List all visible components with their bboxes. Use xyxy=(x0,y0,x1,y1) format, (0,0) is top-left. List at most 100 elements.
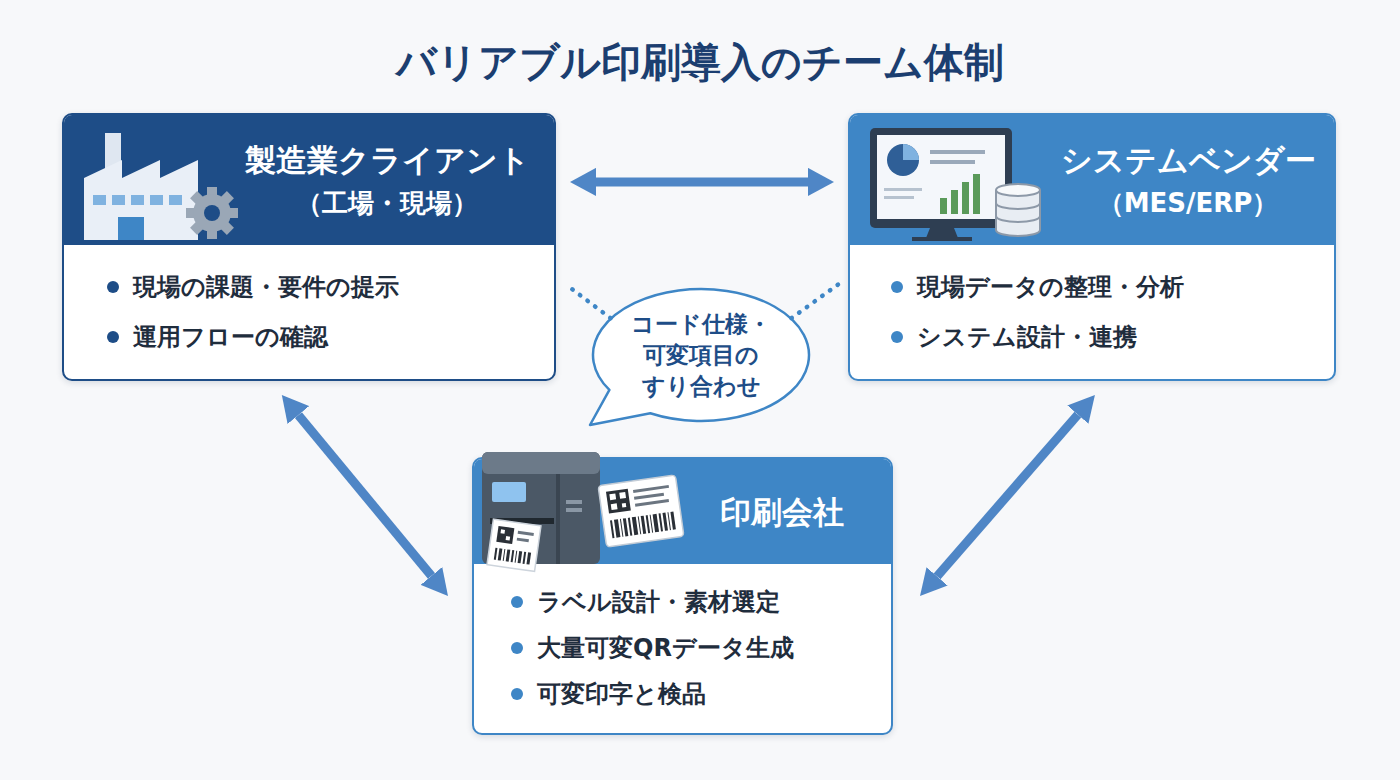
box-body: 現場の課題・要件の提示運用フローの確認 xyxy=(64,243,554,371)
label-paper xyxy=(487,519,541,571)
bubble-shape xyxy=(590,289,809,425)
bullet-text: ラベル設計・素材選定 xyxy=(537,586,780,618)
bullet-dot xyxy=(891,331,903,343)
double-arrow xyxy=(298,415,431,576)
printed-label xyxy=(487,519,541,571)
barcode-bar xyxy=(650,515,653,533)
qr-cell xyxy=(611,503,618,510)
barcode-bar xyxy=(659,513,663,531)
qr-cell xyxy=(622,503,627,508)
factory-window xyxy=(169,195,182,205)
barcode-bar xyxy=(632,517,638,535)
diagram-title: バリアブル印刷導入のチーム体制 xyxy=(0,37,1400,87)
dotted-connector xyxy=(566,285,611,319)
factory-window xyxy=(131,195,144,205)
factory-window xyxy=(112,195,125,205)
label-line xyxy=(635,499,669,507)
double-arrow xyxy=(937,415,1078,577)
barcode-bar xyxy=(670,511,675,529)
screen-line xyxy=(930,150,985,154)
monitor-frame xyxy=(870,128,1012,228)
monitor-icon xyxy=(870,128,1040,241)
printer-top xyxy=(482,452,600,474)
printer-body xyxy=(482,452,600,564)
bubble-text: コード仕様・可変項目のすり合わせ xyxy=(626,309,776,402)
gear-icon xyxy=(186,187,238,239)
factory-icon xyxy=(84,133,238,240)
bullet-item: システム設計・連携 xyxy=(891,321,1334,353)
barcode-bar xyxy=(511,550,515,562)
factory-building xyxy=(84,160,198,240)
box-header: システムベンダー（MES/ERP） xyxy=(850,115,1334,245)
printer-vent xyxy=(566,500,582,504)
qr-cell xyxy=(619,492,626,499)
qr-code xyxy=(606,489,631,514)
box-header: 印刷会社 xyxy=(474,459,891,564)
bullet-item: 可変印字と検品 xyxy=(511,678,891,710)
double-arrow xyxy=(596,177,808,186)
barcode-bar xyxy=(610,520,614,538)
gear-tooth xyxy=(207,227,217,239)
label-line xyxy=(634,493,664,500)
barcode-bar xyxy=(526,552,531,564)
label-card xyxy=(598,475,684,547)
barcode-bar xyxy=(638,516,641,534)
bullet-text: 現場データの整理・分析 xyxy=(917,271,1184,303)
monitor-base xyxy=(912,237,972,241)
bar xyxy=(951,190,958,214)
bar xyxy=(962,182,969,214)
dotted-connector xyxy=(791,285,838,319)
gear-tooth xyxy=(226,208,238,218)
screen-line xyxy=(884,196,914,199)
bullet-text: 可変印字と検品 xyxy=(537,678,706,710)
gear-hole xyxy=(204,205,220,221)
barcode-bar xyxy=(515,551,518,563)
database-body xyxy=(996,190,1040,236)
label-line xyxy=(633,485,669,493)
printer-display xyxy=(492,482,526,502)
header-text: 印刷会社 xyxy=(697,459,867,564)
gear-tooth xyxy=(218,219,234,235)
gear-tooth xyxy=(207,187,217,199)
bullet-item: ラベル設計・素材選定 xyxy=(511,586,891,618)
label-line xyxy=(517,538,529,543)
box-heading: 印刷会社 xyxy=(720,492,844,532)
box-subheading: （MES/ERP） xyxy=(1098,186,1279,220)
database-band xyxy=(996,203,1040,209)
bullet-item: 現場データの整理・分析 xyxy=(891,271,1334,303)
bullet-dot xyxy=(511,688,523,700)
barcode-bar xyxy=(506,549,511,561)
printer-icon xyxy=(482,452,684,571)
bullet-dot xyxy=(107,331,119,343)
qr-code xyxy=(496,526,514,544)
barcode-bar xyxy=(646,515,650,533)
barcode-bar xyxy=(620,519,623,537)
barcode-bar xyxy=(494,548,498,560)
gear-body xyxy=(193,194,231,232)
barcode-bar xyxy=(662,513,667,531)
monitor-stand xyxy=(926,228,958,238)
database-band xyxy=(996,216,1040,222)
bullet-text: システム設計・連携 xyxy=(917,321,1137,353)
bullet-item: 大量可変QRデータ生成 xyxy=(511,632,891,664)
vendor-box: システムベンダー（MES/ERP） 現場データの整理・分析システム設計・連携 xyxy=(848,113,1336,381)
barcode-bar xyxy=(518,551,523,563)
bar xyxy=(940,198,947,214)
bullet-text: 現場の課題・要件の提示 xyxy=(133,271,399,303)
pie-slice xyxy=(903,144,919,160)
bullet-item: 運用フローの確認 xyxy=(107,321,554,353)
chimney xyxy=(105,133,121,178)
qr-cell xyxy=(501,529,506,534)
bullet-dot xyxy=(511,642,523,654)
bullet-dot xyxy=(107,281,119,293)
printer-vent xyxy=(566,508,582,512)
printer-box: 印刷会社ラベル設計・素材選定大量可変QRデータ生成可変印字と検品 xyxy=(472,457,893,735)
bubble-text-area: コード仕様・可変項目のすり合わせ xyxy=(588,283,814,427)
barcode-bar xyxy=(623,518,628,536)
printer-seam xyxy=(556,474,560,564)
bullet-item: 現場の課題・要件の提示 xyxy=(107,271,554,303)
bullet-dot xyxy=(511,596,523,608)
bullet-text: 大量可変QRデータ生成 xyxy=(537,632,794,664)
